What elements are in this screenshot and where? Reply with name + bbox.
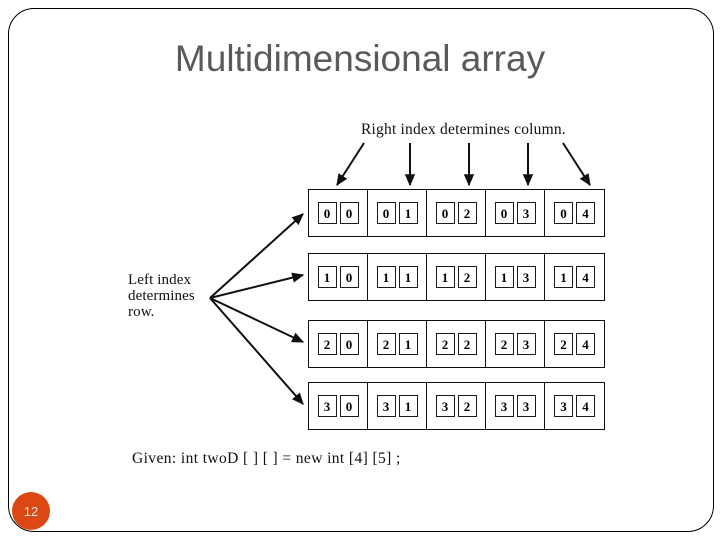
row-index-box: 0 (554, 202, 573, 224)
row-index-box: 2 (554, 333, 573, 355)
row-arrow-1 (209, 272, 305, 299)
col-index-box: 0 (339, 395, 359, 417)
col-index-box: 2 (457, 266, 477, 288)
row-index-box: 3 (317, 395, 337, 417)
row-index-box: 3 (554, 395, 573, 417)
row-index-box: 1 (554, 266, 573, 288)
col-index-box: 4 (576, 395, 595, 417)
row-index-box: 2 (494, 333, 514, 355)
code-caption: Given: int twoD [ ] [ ] = new int [4] [5… (132, 450, 401, 467)
row-index-box: 0 (376, 202, 396, 224)
page-number: 12 (23, 503, 39, 519)
row-index-box: 3 (435, 395, 455, 417)
row-arrow-group (209, 213, 305, 405)
row-index-box: 1 (435, 266, 455, 288)
column-arrow-4 (562, 142, 591, 187)
col-index-box: 2 (457, 202, 477, 224)
col-index-box: 4 (576, 202, 595, 224)
col-index-box: 1 (398, 266, 418, 288)
page-number-badge: 12 (12, 492, 50, 530)
row-index-box: 3 (494, 395, 514, 417)
row-index-box: 1 (317, 266, 337, 288)
col-index-box: 3 (516, 395, 536, 417)
row-index-box: 1 (376, 266, 396, 288)
col-index-box: 1 (398, 395, 418, 417)
row-arrow-0 (209, 213, 304, 299)
col-index-box: 3 (516, 202, 536, 224)
col-index-box: 3 (516, 266, 536, 288)
col-index-box: 0 (339, 333, 359, 355)
row-arrow-2 (209, 297, 305, 343)
left-index-label: Left index determines row. (128, 272, 195, 320)
col-index-box: 2 (457, 333, 477, 355)
row-index-box: 0 (317, 202, 337, 224)
row-index-box: 2 (376, 333, 396, 355)
col-index-box: 3 (516, 333, 536, 355)
row-index-box: 0 (494, 202, 514, 224)
row-index-box: 3 (376, 395, 396, 417)
col-index-box: 0 (339, 202, 359, 224)
page-title: Multidimensional array (174, 38, 546, 79)
column-arrow-0 (336, 142, 365, 187)
row-index-box: 2 (435, 333, 455, 355)
column-arrow-group (336, 142, 591, 187)
row-index-box: 1 (494, 266, 514, 288)
col-index-box: 1 (398, 202, 418, 224)
col-index-box: 2 (457, 395, 477, 417)
row-arrow-3 (209, 297, 304, 405)
row-index-box: 2 (317, 333, 337, 355)
col-index-box: 4 (576, 266, 595, 288)
row-index-box: 0 (435, 202, 455, 224)
right-index-label: Right index determines column. (361, 121, 566, 138)
col-index-box: 4 (576, 333, 595, 355)
col-index-box: 0 (339, 266, 359, 288)
col-index-box: 1 (398, 333, 418, 355)
